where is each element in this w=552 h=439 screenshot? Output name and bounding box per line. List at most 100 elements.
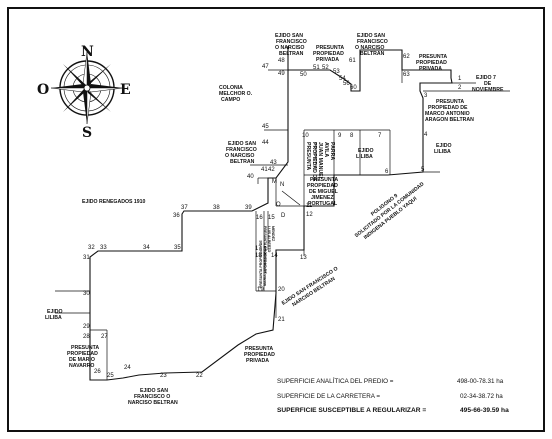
label-presunta-vertical-b: PRESUNTA PROPIEDAD DE MARIA LUISA BORBON — [259, 239, 267, 288]
vertex-42: 42 — [268, 167, 275, 173]
vertex-56: 56 — [343, 81, 350, 87]
vertex-63: 63 — [403, 72, 410, 78]
label-ejido-san-francisco-left: EJIDO SAN FRANCISCO O NARCISO BELTRAN — [225, 141, 258, 165]
label-colonia: COLONIA MELCHOR O. CAMPO — [219, 85, 254, 103]
vertex-21: 21 — [278, 317, 285, 323]
vertex-11: 11 — [306, 203, 313, 209]
vertex-37: 37 — [181, 205, 188, 211]
vertex-M: M — [272, 179, 277, 185]
map-frame — [7, 7, 545, 432]
label-ejido-renegados: EJIDO RENEGADOS 1910 — [82, 199, 146, 205]
vertex-51: 51 — [313, 65, 320, 71]
label-poligono: POLIGONO 9 SOLICITADO POR LA COMUNIDAD I… — [350, 175, 431, 245]
svg-text:PRESUNTA PROPIEDAD DE: PRESUNTA PROPIEDAD DE JUAN MANUEL AVILA … — [305, 142, 335, 183]
compass-north-label: N — [81, 44, 94, 60]
label-presunta-top-a: PRESUNTA PROPIEDAD PRIVADA — [313, 45, 345, 63]
vertex-29: 29 — [83, 324, 90, 330]
vertex-22: 22 — [196, 373, 203, 379]
label-ejido-san-francisco-top: EJIDO SAN FRANCISCO O NARCISO BELTRAN — [275, 33, 308, 57]
vertex-12: 12 — [306, 212, 313, 218]
vertex-61: 61 — [349, 58, 356, 64]
label-ejido-7-noviembre: EJIDO 7 DE NOVIEMBRE — [472, 75, 504, 93]
vertex-1: 1 — [458, 76, 462, 82]
vertex-N: N — [280, 182, 284, 188]
label-ejido-san-francisco-top2: EJIDO SAN FRANCISCO O NARCISO BELTRAN — [355, 33, 389, 57]
summary-value-3: 495-66-39.59 ha — [460, 407, 509, 414]
vertex-16: 16 — [256, 215, 263, 221]
summary-value-2: 02-34-38.72 ha — [460, 393, 503, 400]
compass-west-label: O — [37, 82, 49, 98]
svg-text:EJIDO SAN FRANCISCO O: EJIDO SAN FRANCISCO O NARCISO BELTRAN — [281, 265, 344, 312]
vertex-24: 24 — [124, 365, 131, 371]
vertex-32: 32 — [88, 245, 95, 251]
vertex-38: 38 — [213, 205, 220, 211]
vertex-27: 27 — [101, 334, 108, 340]
vertex-7: 7 — [378, 133, 382, 139]
label-presunta-mario: PRESUNTA PROPIEDAD DE MARIO NAVARRO — [67, 345, 100, 369]
summary-value-1: 498-00-78.31 ha — [457, 378, 504, 385]
parcel-boundary — [55, 46, 510, 381]
vertex-50: 50 — [300, 72, 307, 78]
label-presunta-aragon: PRESUNTA PROPIEDAD DE MARCO ANTONIO ARAG… — [425, 99, 474, 123]
vertex-49: 49 — [278, 71, 285, 77]
compass-east-label: E — [120, 82, 131, 98]
vertex-60: 60 — [350, 85, 357, 91]
label-ejido-san-francisco-bottom: EJIDO SAN FRANCISCO O NARCISO BELTRAN — [128, 388, 178, 406]
label-presunta-top-b: PRESUNTA PROPIEDAD PRIVADA — [416, 54, 448, 72]
summary-label-2: SUPERFICIE DE LA CARRETERA = — [277, 393, 380, 400]
label-presunta-juan-manuel: PRESUNTA PROPIEDAD DE JUAN MANUEL AVILA … — [305, 142, 335, 183]
label-ejido-liliba-right: EJIDO LILIBA — [434, 143, 453, 155]
vertex-10: 10 — [302, 133, 309, 139]
svg-text:PRESUNTA PROPIEDAD DE: PRESUNTA PROPIEDAD DE LUIS ALBERTO MENDE… — [263, 226, 275, 275]
vertex-45: 45 — [262, 124, 269, 130]
vertex-36: 36 — [173, 213, 180, 219]
vertex-35: 35 — [174, 245, 181, 251]
vertex-23: 23 — [160, 373, 167, 379]
vertex-13: 13 — [300, 255, 307, 261]
vertex-6: 6 — [385, 169, 389, 175]
vertex-17: 17 — [255, 246, 262, 252]
compass-south-label: S — [82, 125, 92, 141]
vertex-53: 53 — [333, 69, 340, 75]
label-presunta-miguel: PRESUNTA PROPIEDAD DE MIGUEL JIMENEZ POR… — [307, 177, 339, 207]
vertex-8: 8 — [350, 133, 354, 139]
vertex-54: 54 — [339, 76, 346, 82]
vertex-34: 34 — [143, 245, 150, 251]
vertex-44: 44 — [262, 140, 269, 146]
vertex-20: 20 — [278, 287, 285, 293]
vertex-28: 28 — [83, 334, 90, 340]
svg-text:POLIGONO 9 SOLICITADO: POLIGONO 9 SOLICITADO POR LA COMUNIDAD I… — [350, 175, 431, 245]
area-summary: SUPERFICIE ANALÍTICA DEL PREDIO = 498-00… — [277, 376, 509, 414]
label-presunta-bottom: PRESUNTA PROPIEDAD PRIVADA — [244, 346, 276, 364]
summary-label-1: SUPERFICIE ANALÍTICA DEL PREDIO = — [277, 376, 394, 385]
compass-rose-icon: N S E O — [37, 44, 131, 141]
label-ejido-liliba-mid: EJIDO LILIBA — [356, 148, 375, 160]
label-ejido-liliba-left: EJIDO LILIBA — [45, 309, 64, 321]
vertex-18: 18 — [255, 253, 262, 259]
vertex-numbers: 1 2 3 4 5 6 7 8 9 10 11 12 13 14 15 16 1… — [83, 54, 462, 379]
vertex-48: 48 — [278, 58, 285, 64]
vertex-52: 52 — [322, 65, 329, 71]
vertex-33: 33 — [100, 245, 107, 251]
vertex-2: 2 — [458, 85, 462, 91]
summary-label-3: SUPERFICIE SUSCEPTIBLE A REGULARIZAR = — [277, 407, 426, 414]
vertex-5: 5 — [421, 167, 425, 173]
vertex-31: 31 — [83, 255, 90, 261]
vertex-30: 30 — [83, 291, 90, 297]
vertex-62: 62 — [403, 54, 410, 60]
vertex-D: D — [281, 213, 286, 219]
vertex-3: 3 — [424, 93, 428, 99]
vertex-39: 39 — [245, 205, 252, 211]
vertex-19: 19 — [257, 287, 264, 293]
vertex-15: 15 — [268, 215, 275, 221]
vertex-25: 25 — [107, 373, 114, 379]
vertex-26: 26 — [94, 369, 101, 375]
vertex-47: 47 — [262, 64, 269, 70]
vertex-41: 41 — [261, 167, 268, 173]
vertex-40: 40 — [247, 174, 254, 180]
svg-text:PRESUNTA PROPIEDAD DE: PRESUNTA PROPIEDAD DE MARIA LUISA BORBON — [259, 239, 267, 288]
label-presunta-vertical-a: PRESUNTA PROPIEDAD DE LUIS ALBERTO MENDE… — [263, 226, 275, 275]
vertex-O: O — [276, 202, 281, 208]
vertex-4: 4 — [424, 132, 428, 138]
